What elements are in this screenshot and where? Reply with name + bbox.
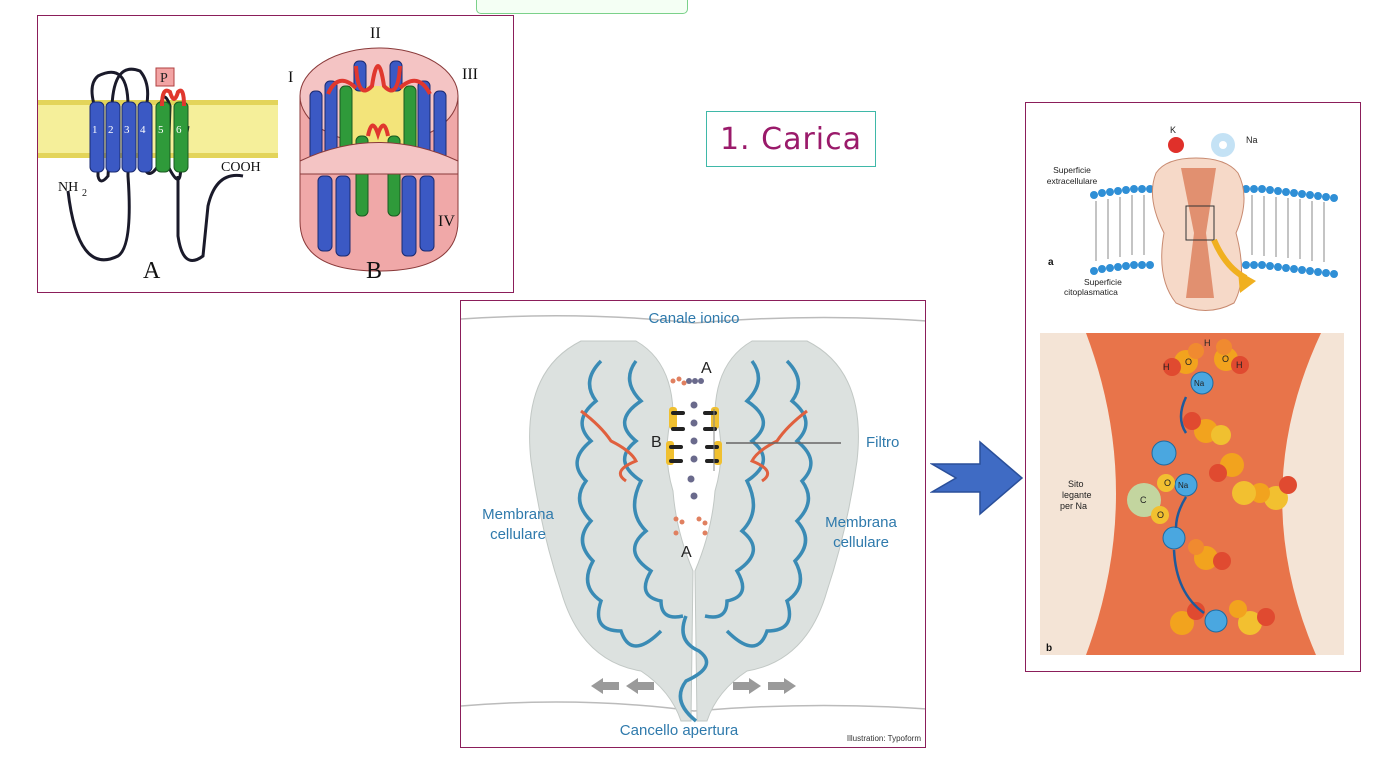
segment-1: 1 bbox=[92, 124, 98, 136]
binding-site-label-3: per Na bbox=[1060, 501, 1087, 511]
binding-site bbox=[1127, 474, 1175, 524]
transmembrane-segments bbox=[89, 101, 189, 173]
site-b: B bbox=[651, 434, 662, 451]
svg-text:Na: Na bbox=[1178, 481, 1189, 490]
channel-protein-shape bbox=[529, 340, 859, 722]
segment-2: 2 bbox=[108, 124, 114, 136]
cytoplasmic-label-2: citoplasmatica bbox=[1064, 287, 1118, 297]
svg-text:Na: Na bbox=[1194, 379, 1205, 388]
credit-text: Illustration: Typoform bbox=[847, 734, 921, 743]
binding-site-label-1: Sito bbox=[1068, 479, 1084, 489]
svg-text:C: C bbox=[1140, 495, 1147, 505]
svg-text:O: O bbox=[1185, 357, 1192, 367]
water-molecules bbox=[1163, 339, 1297, 635]
svg-text:H: H bbox=[1163, 362, 1170, 372]
filtro-label: Filtro bbox=[866, 434, 899, 451]
top-tab-fragment bbox=[476, 0, 688, 14]
domain-iii-label: III bbox=[462, 66, 478, 83]
pore-closeup: H O H O H Na O C O Na Sito legante per N… bbox=[1040, 333, 1344, 655]
page-title: 1. Carica bbox=[706, 111, 876, 167]
nh2-label: NH bbox=[58, 180, 78, 195]
ion-channel-illustration: Canale ionico Cancello apertura Membrana… bbox=[460, 300, 926, 748]
binding-site-label-2: legante bbox=[1062, 490, 1092, 500]
na-ion-label: Na bbox=[1246, 135, 1258, 145]
cooh-label: COOH bbox=[221, 160, 261, 175]
extracellular-label-1: Superficie bbox=[1053, 165, 1091, 175]
svg-text:H: H bbox=[1204, 338, 1211, 348]
membrana-left-line1: Membrana bbox=[482, 506, 554, 523]
canale-ionico-label: Canale ionico bbox=[649, 310, 740, 327]
domain-iv-label: IV bbox=[438, 213, 455, 230]
cytoplasmic-label-1: Superficie bbox=[1084, 277, 1122, 287]
membrana-right-line2: cellulare bbox=[833, 534, 889, 551]
site-a-bottom: A bbox=[681, 544, 692, 561]
domain-i-label: I bbox=[288, 69, 293, 86]
right-arrow-icon bbox=[930, 440, 1024, 516]
channel-cylinder-diagram: II I III IV bbox=[288, 25, 478, 272]
svg-text:O: O bbox=[1157, 510, 1164, 520]
segment-6: 6 bbox=[176, 124, 182, 136]
membrana-right-line1: Membrana bbox=[825, 514, 897, 531]
channel-topology-figure: 1 2 3 4 5 6 P NH 2 COOH A bbox=[37, 15, 514, 293]
svg-text:O: O bbox=[1164, 478, 1171, 488]
svg-text:2: 2 bbox=[82, 188, 87, 199]
sodium-channel-figure: K Na Superficie extracellulare Superfici… bbox=[1025, 102, 1361, 672]
subpanel-a-label: a bbox=[1048, 257, 1054, 268]
subfigure-a-label: A bbox=[143, 258, 161, 284]
segment-4: 4 bbox=[140, 124, 146, 136]
extracellular-label-2: extracellulare bbox=[1047, 176, 1098, 186]
subfigure-b-label: B bbox=[366, 258, 382, 284]
k-ion-label: K bbox=[1170, 125, 1176, 135]
segment-3: 3 bbox=[124, 124, 130, 136]
domain-ii-label: II bbox=[370, 25, 381, 42]
membrana-left-line2: cellulare bbox=[490, 526, 546, 543]
cancello-apertura-label: Cancello apertura bbox=[620, 722, 739, 739]
p-loop-label: P bbox=[160, 71, 168, 86]
site-a-top: A bbox=[701, 360, 712, 377]
subpanel-b-label: b bbox=[1046, 643, 1052, 654]
segment-5: 5 bbox=[158, 124, 164, 136]
svg-text:H: H bbox=[1236, 360, 1243, 370]
svg-text:O: O bbox=[1222, 354, 1229, 364]
